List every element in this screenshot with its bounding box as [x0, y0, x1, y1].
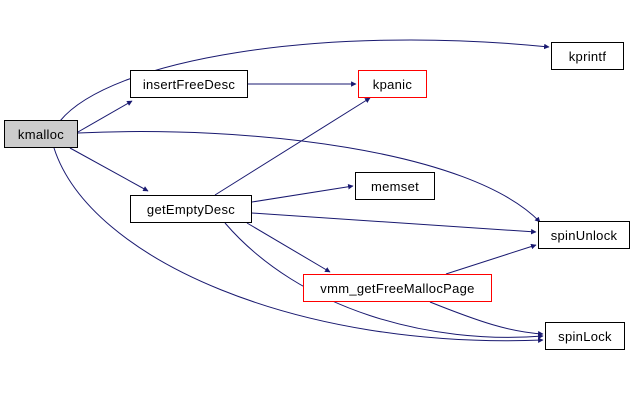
graph-node-spinLock[interactable]: spinLock [545, 322, 625, 350]
graph-node-getEmptyDesc[interactable]: getEmptyDesc [130, 195, 252, 223]
edge-kmalloc-to-insertFreeDesc [77, 100, 133, 133]
graph-node-label-memset: memset [370, 178, 420, 194]
graph-node-spinUnlock[interactable]: spinUnlock [538, 221, 630, 249]
graph-node-label-kprintf: kprintf [568, 48, 607, 64]
edge-vmm_getFreeMallocPage-to-spinLock [429, 301, 544, 337]
graph-node-memset[interactable]: memset [355, 172, 435, 200]
edge-kmalloc-to-getEmptyDesc [69, 147, 149, 192]
edge-getEmptyDesc-to-vmm_getFreeMallocPage [246, 222, 331, 273]
edge-kmalloc-to-spinUnlock [77, 131, 541, 223]
edge-getEmptyDesc-to-kpanic [214, 97, 371, 196]
graph-node-label-spinLock: spinLock [558, 328, 612, 344]
edge-kmalloc-to-spinLock [53, 147, 544, 343]
graph-node-kprintf[interactable]: kprintf [551, 42, 624, 70]
edge-getEmptyDesc-to-spinLock [224, 222, 544, 340]
edge-kmalloc-to-kprintf [59, 39, 550, 122]
graph-node-label-spinUnlock: spinUnlock [550, 227, 618, 243]
edge-getEmptyDesc-to-memset [251, 184, 354, 203]
graph-node-label-kpanic: kpanic [372, 76, 413, 92]
graph-node-vmm_getFreeMallocPage[interactable]: vmm_getFreeMallocPage [303, 274, 492, 302]
graph-node-label-getEmptyDesc: getEmptyDesc [146, 201, 236, 217]
graph-node-label-insertFreeDesc: insertFreeDesc [142, 76, 236, 92]
graph-node-kpanic[interactable]: kpanic [358, 70, 427, 98]
graph-node-insertFreeDesc[interactable]: insertFreeDesc [130, 70, 248, 98]
graph-node-label-vmm_getFreeMallocPage: vmm_getFreeMallocPage [320, 280, 475, 296]
edge-getEmptyDesc-to-spinUnlock [251, 212, 537, 235]
edges-group [53, 39, 550, 343]
graph-node-kmalloc[interactable]: kmalloc [4, 120, 78, 148]
graph-node-label-kmalloc: kmalloc [17, 126, 65, 142]
edge-vmm_getFreeMallocPage-to-spinUnlock [445, 243, 537, 275]
